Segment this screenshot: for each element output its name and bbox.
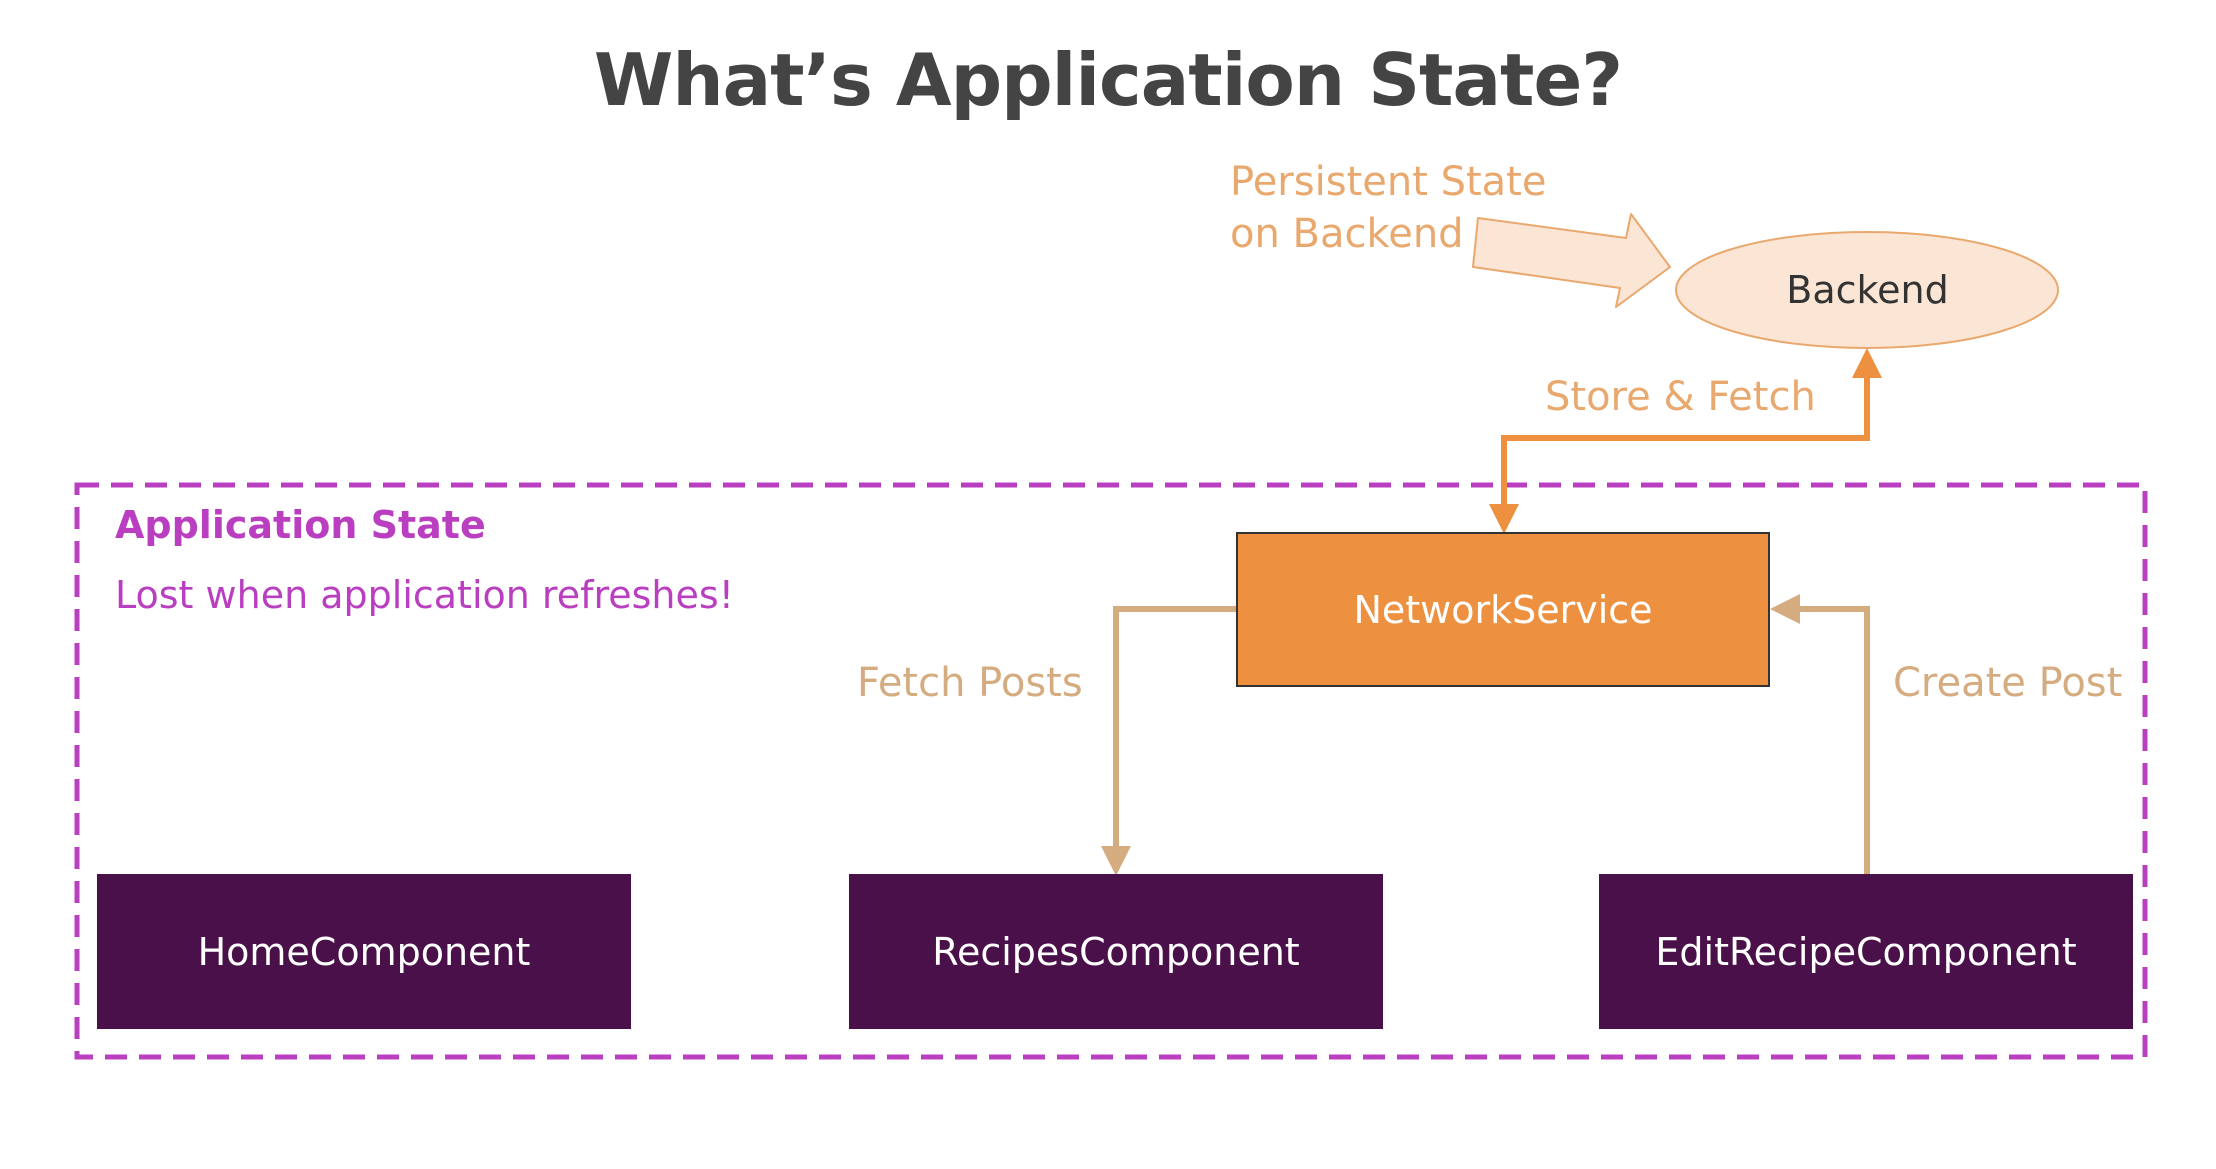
persistent-state-label: Persistent State on Backend bbox=[1230, 156, 1546, 260]
recipes-component-node: RecipesComponent bbox=[849, 874, 1383, 1029]
application-state-subtitle: Lost when application refreshes! bbox=[115, 573, 734, 617]
home-component-node: HomeComponent bbox=[97, 874, 631, 1029]
create-post-label: Create Post bbox=[1893, 660, 2123, 706]
persistent-state-line1: Persistent State bbox=[1230, 159, 1547, 205]
backend-node-label: Backend bbox=[1786, 268, 1949, 312]
create-post-connector bbox=[1770, 594, 1870, 874]
fetch-posts-label: Fetch Posts bbox=[857, 660, 1083, 706]
slide-title: What’s Application State? bbox=[593, 38, 1623, 122]
store-fetch-label: Store & Fetch bbox=[1545, 374, 1816, 420]
network-service-node: NetworkService bbox=[1236, 532, 1770, 687]
fetch-posts-connector bbox=[1101, 606, 1236, 876]
application-state-title: Application State bbox=[115, 503, 486, 547]
persistent-state-line2: on Backend bbox=[1230, 211, 1464, 257]
persistent-state-arrow-icon bbox=[1472, 213, 1671, 308]
edit-recipe-component-node: EditRecipeComponent bbox=[1599, 874, 2133, 1029]
store-fetch-connector bbox=[1489, 348, 1882, 534]
application-state-container bbox=[74, 482, 2148, 1060]
